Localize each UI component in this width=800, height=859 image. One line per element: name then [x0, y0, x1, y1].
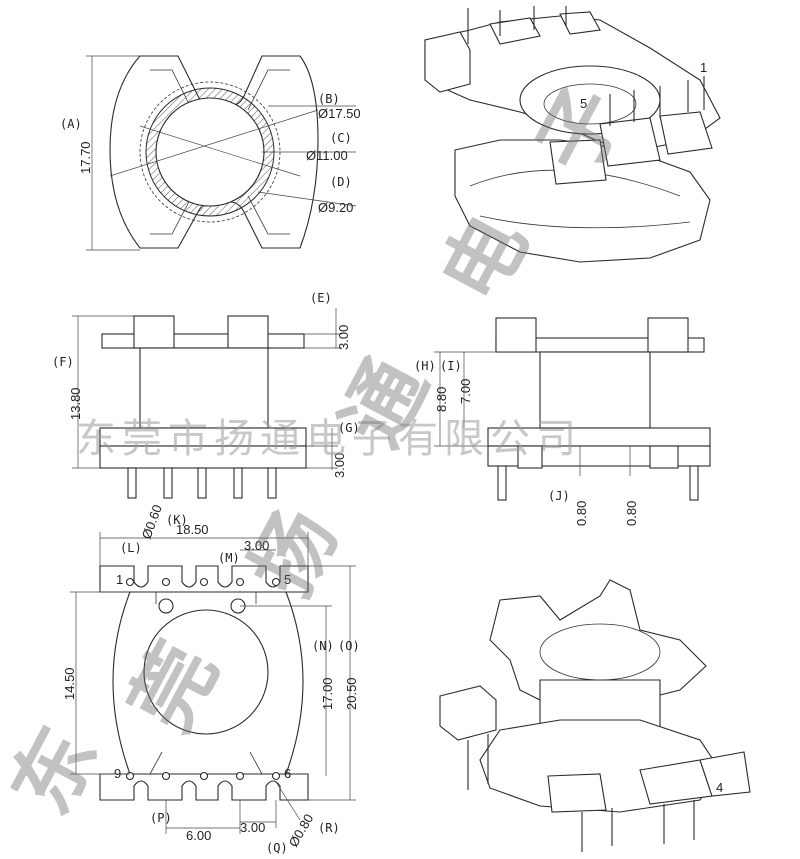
label-M: (M) [218, 551, 240, 565]
dim-L: 18.50 [176, 522, 209, 537]
bottom-view: 1 5 9 6 (L) 18.50 (K) Ø0.60 (M) 3.00 14.… [62, 503, 360, 855]
label-F: (F) [52, 355, 74, 369]
pin-9: 9 [114, 766, 121, 781]
dim-O: 20.50 [344, 677, 359, 710]
iso-pin-1: 1 [700, 60, 707, 75]
iso-pin-5: 5 [580, 96, 587, 111]
watermark-company: 东莞市扬通电子有限公司 [76, 416, 582, 462]
label-K: (K) [166, 513, 188, 527]
dim-14-50: 14.50 [62, 667, 77, 700]
side-view: (F) 13.80 (E) 3.00 (G) 3.00 [52, 291, 360, 499]
dim-G: 3.00 [332, 453, 347, 478]
label-J: (J) [548, 489, 570, 503]
dim-H: 8.80 [434, 387, 449, 412]
dim-E: 3.00 [336, 325, 351, 350]
dim-C: Ø11.00 [306, 148, 348, 163]
pin-1: 1 [116, 572, 123, 587]
label-D: (D) [330, 175, 352, 189]
label-O: (O) [338, 639, 360, 653]
isometric-bottom: 4 [439, 579, 751, 852]
label-L: (L) [120, 541, 142, 555]
dim-Q: 3.00 [240, 820, 265, 835]
pin-6: 6 [284, 766, 291, 781]
dim-J1: 0.80 [574, 501, 589, 526]
label-A: (A) [60, 117, 82, 131]
dim-R: Ø0.80 [286, 811, 317, 849]
watermark-char-1: 东 [0, 712, 116, 829]
dim-D: Ø9.20 [318, 200, 353, 215]
top-view: (A) 17.70 (B) Ø17.50 (C) Ø11.00 (D) Ø9.2… [60, 55, 361, 251]
dim-K: Ø0.60 [139, 503, 165, 541]
dim-P: 6.00 [186, 828, 211, 843]
label-I: (I) [440, 359, 462, 373]
label-C: (C) [330, 131, 352, 145]
label-P: (P) [150, 811, 172, 825]
label-B: (B) [318, 92, 340, 106]
dim-F: 13.80 [68, 387, 83, 420]
dim-B: Ø17.50 [318, 106, 361, 121]
label-G: (G) [338, 421, 360, 435]
dim-M: 3.00 [244, 538, 269, 553]
label-R: (R) [318, 821, 340, 835]
label-H: (H) [414, 359, 436, 373]
label-Q: (Q) [266, 841, 288, 855]
front-view: (H) 8.80 (I) 7.00 (J) 0.80 0.80 [414, 317, 711, 526]
iso-pin-4: 4 [716, 780, 723, 795]
label-N: (N) [312, 639, 334, 653]
isometric-top: 5 1 [424, 6, 721, 263]
dim-N: 17.00 [320, 677, 335, 710]
label-E: (E) [310, 291, 332, 305]
dim-I: 7.00 [458, 379, 473, 404]
dim-J2: 0.80 [624, 501, 639, 526]
dim-A: 17.70 [78, 141, 93, 174]
pin-5: 5 [284, 572, 291, 587]
